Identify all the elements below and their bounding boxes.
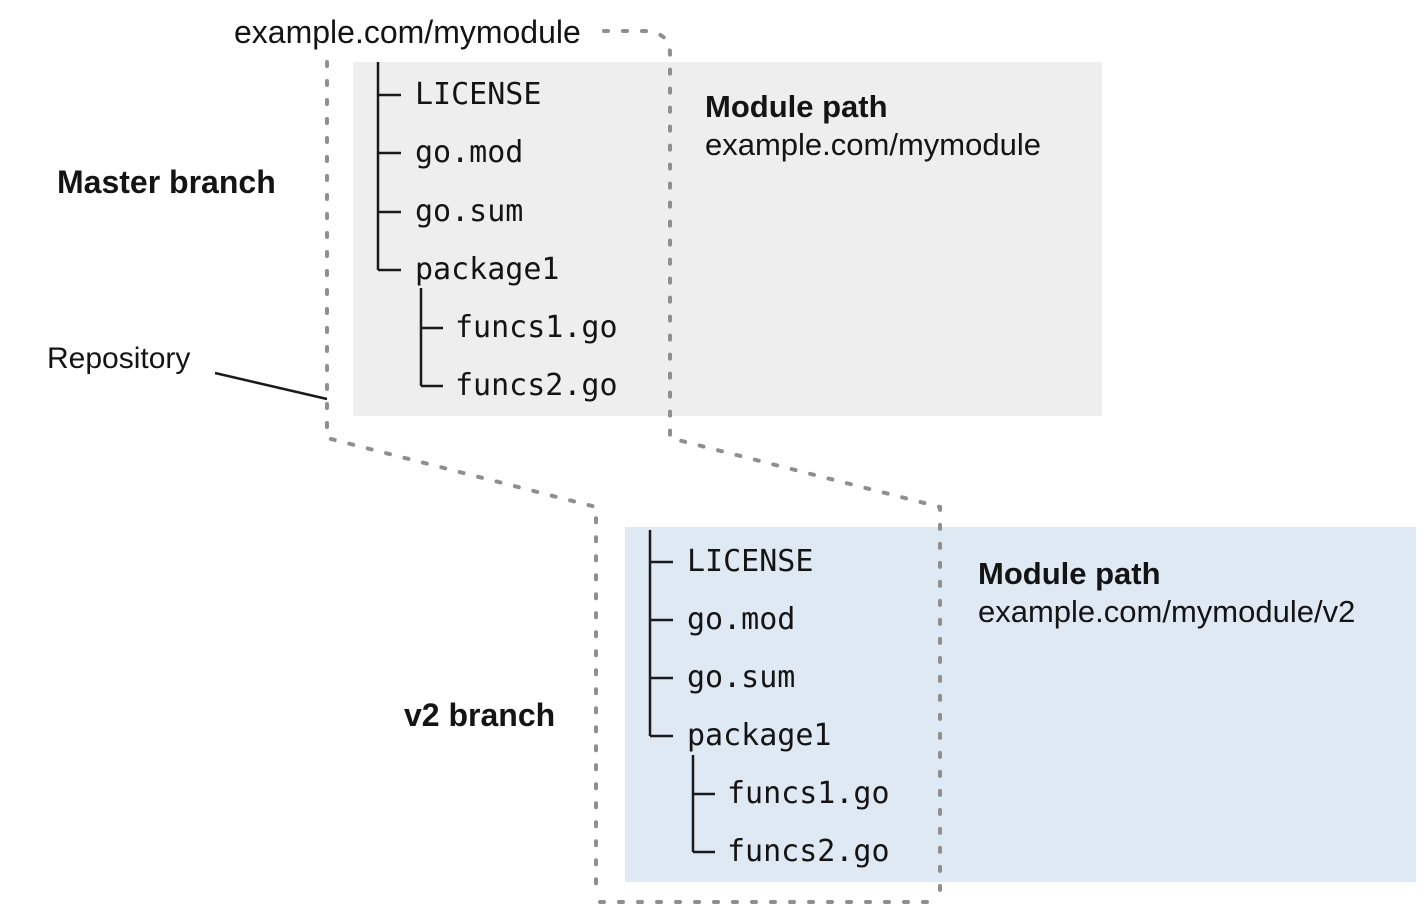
tree-item-funcs1: funcs1.go [455, 310, 618, 345]
module-path-value: example.com/mymodule/v2 [978, 594, 1356, 629]
repository-leader-line [214, 371, 328, 401]
repository-boundary-left [325, 60, 598, 898]
master-module-path: Module path example.com/mymodule [705, 88, 1041, 164]
v2-branch-label: v2 branch [404, 697, 556, 733]
tree-item-license: LICENSE [415, 77, 542, 112]
v2-tree-connectors [648, 530, 715, 854]
v2-module-path: Module path example.com/mymodule/v2 [978, 555, 1355, 631]
tree-item-package1: package1 [415, 252, 560, 287]
tree-item-package1: package1 [687, 718, 832, 753]
v2-branch-box [625, 527, 1416, 882]
tree-item-funcs1: funcs1.go [727, 776, 890, 811]
master-branch-box [353, 62, 1102, 416]
tree-item-license: LICENSE [687, 544, 814, 579]
module-path-value: example.com/mymodule [705, 127, 1041, 162]
tree-item-gosum: go.sum [687, 660, 796, 695]
module-path-title: Module path [978, 556, 1161, 591]
tree-item-gosum: go.sum [415, 194, 524, 229]
repo-url-label: example.com/mymodule [234, 14, 581, 50]
module-path-title: Module path [705, 89, 888, 124]
master-branch-label: Master branch [57, 164, 276, 200]
tree-item-funcs2: funcs2.go [727, 834, 890, 869]
solid-linework [214, 62, 715, 854]
tree-item-gomod: go.mod [687, 602, 796, 637]
tree-item-funcs2: funcs2.go [455, 368, 618, 403]
tree-item-gomod: go.mod [415, 135, 524, 170]
master-tree-connectors [376, 62, 443, 388]
repository-boundary-right [602, 29, 942, 898]
repository-label: Repository [47, 342, 191, 375]
repository-boundary [325, 29, 942, 904]
